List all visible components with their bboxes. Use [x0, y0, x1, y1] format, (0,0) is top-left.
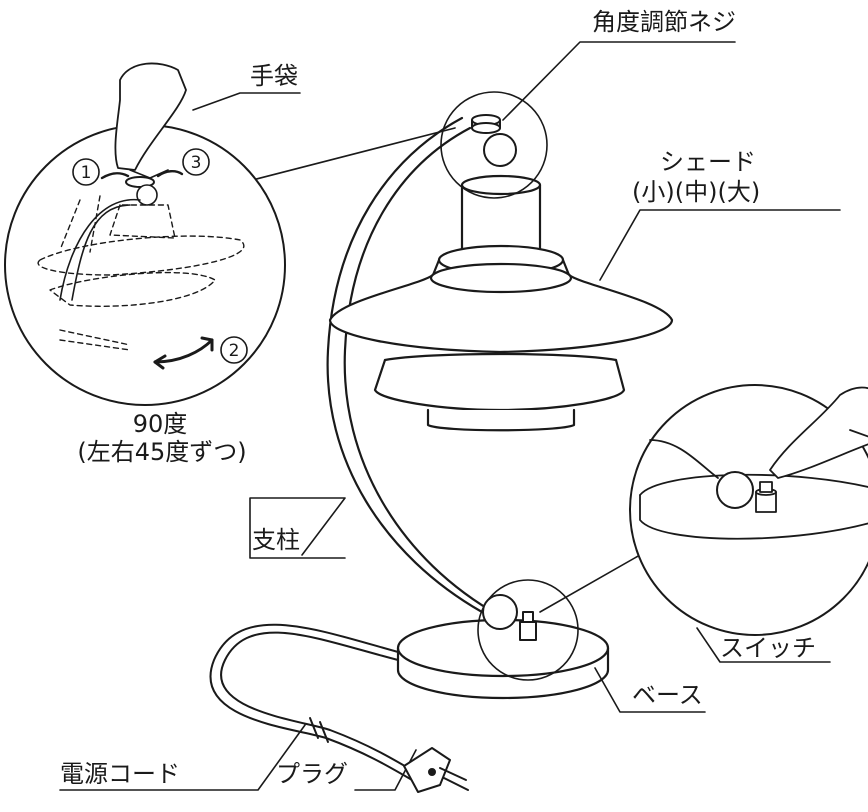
lamp-base	[396, 618, 610, 700]
label-power-cord: 電源コード	[60, 760, 180, 788]
callout-rotation	[4, 62, 286, 406]
step-3-label: 3	[191, 153, 202, 173]
leader-base	[594, 667, 706, 713]
step-markers	[72, 148, 248, 364]
label-glove: 手袋	[250, 62, 298, 90]
label-shade-sizes: (小)(中)(大)	[632, 178, 761, 206]
leader-power-cord	[59, 724, 306, 791]
step-3-circle	[182, 148, 210, 176]
lamp-pillar	[326, 116, 502, 618]
callout-switch	[629, 384, 868, 636]
label-switch: スイッチ	[720, 634, 816, 662]
step-1-circle	[72, 158, 100, 186]
label-rotation-note: (左右45度ずつ)	[77, 438, 247, 466]
leader-pillar	[249, 497, 346, 559]
power-cord	[209, 623, 421, 781]
label-base: ベース	[632, 681, 703, 709]
step-1-label: 1	[81, 163, 92, 183]
leader-shade	[599, 209, 841, 281]
leader-glove	[192, 92, 301, 111]
step-2-circle	[220, 336, 248, 364]
label-pillar: 支柱	[252, 526, 300, 554]
lamp-head	[328, 174, 674, 432]
leader-switch	[696, 627, 831, 663]
callout-angle-knob	[440, 91, 548, 199]
label-plug: プラグ	[276, 760, 348, 788]
label-angle-knob: 角度調節ネジ	[592, 8, 736, 36]
label-shade-title: シェード	[660, 148, 756, 176]
step-numbers: 1 2 3	[81, 153, 240, 361]
leader-angle-knob	[502, 41, 736, 121]
label-rotation-degree: 90度	[132, 410, 188, 438]
step-2-label: 2	[229, 341, 240, 361]
callout-switch-small	[477, 579, 579, 681]
plug-body	[403, 747, 469, 793]
